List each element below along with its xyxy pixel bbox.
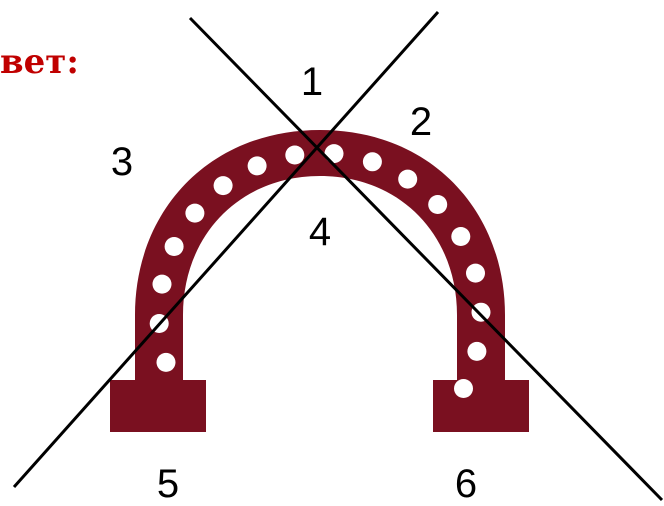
magnet-hole [164,237,184,256]
region-label-6: 6 [454,462,478,506]
magnet-hole [213,176,233,196]
magnet-hole [185,203,205,223]
magnet-left-foot [110,380,206,432]
magnet-hole [285,145,305,165]
magnet-arch [135,130,505,395]
magnet-right-foot [433,380,529,432]
region-label-5: 5 [156,462,180,506]
magnet-hole [471,302,491,322]
magnet-hole [428,195,448,214]
magnet-hole [156,352,176,372]
magnet-hole [467,341,487,361]
magnet-hole [152,274,172,294]
region-label-4: 4 [308,210,332,254]
region-label-2: 2 [409,100,433,144]
magnet-hole [454,379,473,398]
cutting-line-left [188,16,664,502]
answer-heading: вет: [0,42,79,82]
magnet-hole [466,263,485,283]
magnet-hole [451,227,471,246]
cutting-line-right [12,11,440,488]
magnet-hole [247,156,267,176]
region-label-1: 1 [300,60,324,104]
magnet-hole [398,169,418,189]
region-label-3: 3 [110,140,134,184]
magnet-hole [362,152,382,172]
